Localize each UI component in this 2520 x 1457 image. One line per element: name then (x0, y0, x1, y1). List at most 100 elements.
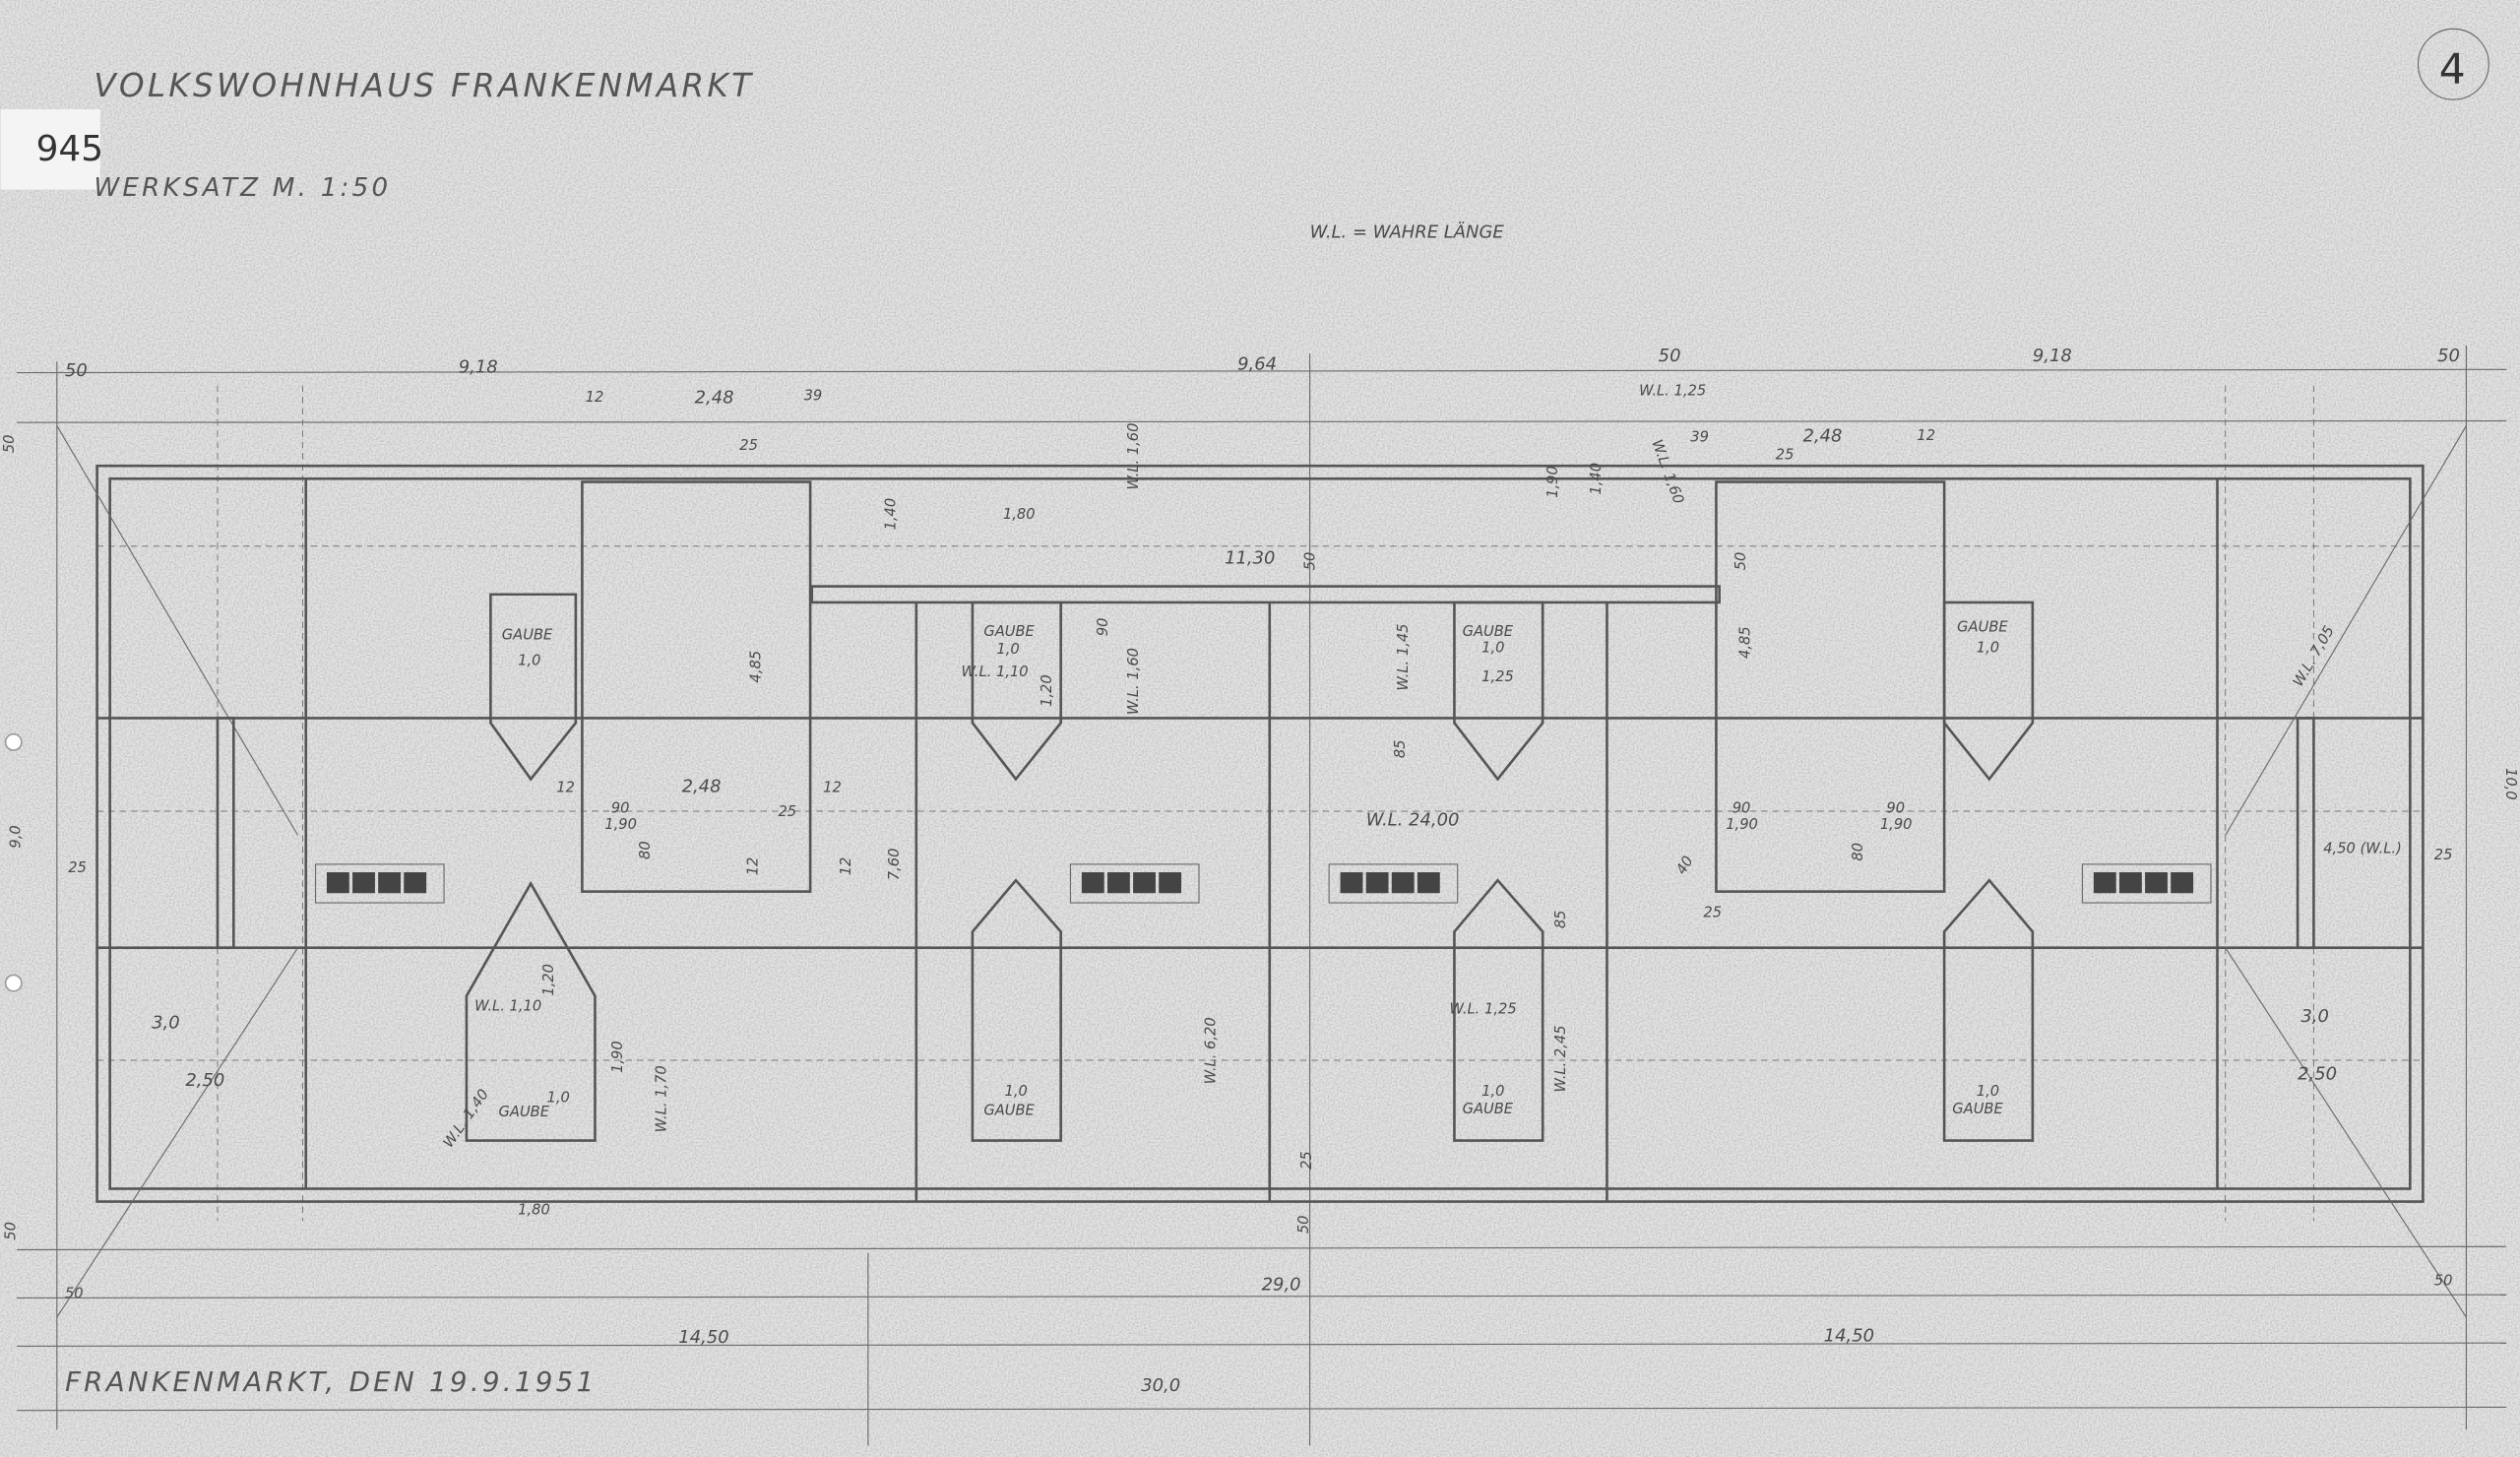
svg-text:9,18: 9,18 (459, 357, 498, 378)
svg-text:90: 90 (1095, 618, 1111, 637)
svg-text:W.L. 1,10: W.L. 1,10 (474, 997, 541, 1014)
svg-text:W.L. 1,25: W.L. 1,25 (1639, 382, 1706, 399)
svg-text:25: 25 (739, 437, 758, 454)
svg-text:90: 90 (611, 800, 630, 817)
svg-text:50: 50 (1295, 1216, 1312, 1235)
roof-window-2 (1069, 863, 1200, 904)
label-patch (0, 108, 100, 190)
roof-window-1 (314, 863, 445, 904)
svg-text:25: 25 (778, 803, 796, 820)
svg-text:50: 50 (1732, 552, 1749, 571)
svg-text:25: 25 (1298, 1151, 1315, 1170)
page-number: 4 (2439, 46, 2466, 95)
svg-text:1,0: 1,0 (1481, 639, 1504, 656)
svg-text:W.L. 24,00: W.L. 24,00 (1366, 810, 1460, 831)
svg-text:2,48: 2,48 (1803, 426, 1843, 447)
svg-text:12: 12 (744, 857, 761, 876)
svg-text:GAUBE: GAUBE (983, 623, 1035, 640)
svg-text:GAUBE: GAUBE (499, 1104, 550, 1120)
svg-text:9,0: 9,0 (7, 825, 24, 848)
svg-text:25: 25 (1703, 905, 1722, 921)
svg-text:50: 50 (1659, 346, 1681, 366)
svg-text:W.L. 1,10: W.L. 1,10 (961, 664, 1028, 680)
dormer-8 (1942, 878, 2035, 1142)
svg-text:9,18: 9,18 (2033, 346, 2072, 366)
svg-text:80: 80 (637, 841, 654, 859)
svg-text:W.L. 1,60: W.L. 1,60 (1125, 423, 1142, 490)
svg-text:12: 12 (1917, 427, 1935, 444)
svg-text:1,0: 1,0 (1481, 1083, 1504, 1100)
svg-text:14,50: 14,50 (1824, 1326, 1874, 1347)
svg-text:W.L. 1,70: W.L. 1,70 (653, 1065, 669, 1132)
svg-text:50: 50 (2437, 346, 2460, 366)
drawing-subtitle: WERKSATZ M. 1:50 (94, 173, 391, 203)
svg-text:1,25: 1,25 (1481, 668, 1514, 685)
svg-text:3,0: 3,0 (2300, 1006, 2329, 1027)
svg-text:GAUBE: GAUBE (1463, 623, 1514, 640)
svg-text:1,0: 1,0 (547, 1089, 570, 1106)
svg-text:1,20: 1,20 (1039, 674, 1055, 707)
svg-text:1,0: 1,0 (996, 641, 1019, 658)
svg-text:30,0: 30,0 (1141, 1375, 1180, 1396)
svg-text:GAUBE: GAUBE (1463, 1101, 1514, 1117)
svg-text:3,0: 3,0 (152, 1012, 180, 1033)
svg-text:25: 25 (2434, 847, 2453, 863)
roof-window-3 (1328, 863, 1459, 904)
svg-text:85: 85 (1392, 740, 1409, 759)
svg-text:1,80: 1,80 (518, 1202, 550, 1219)
svg-text:W.L. 1,45: W.L. 1,45 (1395, 623, 1412, 690)
svg-text:2,50: 2,50 (185, 1070, 224, 1091)
dormer-2 (971, 601, 1062, 782)
svg-text:25: 25 (68, 859, 87, 876)
svg-text:4,85: 4,85 (748, 651, 765, 683)
footer-date: FRANKENMARKT, DEN 19.9.1951 (65, 1365, 597, 1398)
svg-text:1,90: 1,90 (609, 1041, 626, 1073)
dormer-7 (1453, 878, 1544, 1142)
svg-text:1,90: 1,90 (1726, 816, 1758, 833)
svg-text:1,90: 1,90 (1880, 816, 1913, 833)
svg-text:39: 39 (1690, 429, 1709, 446)
dormer-4 (1942, 601, 2035, 782)
svg-text:1,20: 1,20 (540, 964, 557, 996)
dormer-3 (1453, 601, 1544, 782)
roof-outline (56, 425, 2467, 1318)
dormer-6 (971, 878, 1062, 1142)
punch-hole (4, 732, 23, 751)
svg-text:7,60: 7,60 (886, 849, 903, 881)
svg-text:W.L. 1,25: W.L. 1,25 (1450, 1001, 1517, 1018)
svg-text:1,40: 1,40 (1588, 463, 1605, 495)
svg-text:1,0: 1,0 (1977, 1083, 1999, 1100)
svg-text:12: 12 (823, 779, 842, 795)
svg-text:1,90: 1,90 (1544, 466, 1561, 498)
svg-text:80: 80 (1850, 843, 1866, 861)
svg-text:12: 12 (838, 857, 854, 876)
roof-window-4 (2081, 863, 2212, 904)
svg-text:90: 90 (1886, 800, 1905, 817)
svg-text:W.L. 1,60: W.L. 1,60 (1125, 648, 1142, 715)
svg-text:29,0: 29,0 (1262, 1274, 1301, 1295)
svg-text:2,48: 2,48 (695, 388, 734, 409)
svg-text:GAUBE: GAUBE (983, 1102, 1035, 1118)
svg-text:14,50: 14,50 (678, 1327, 728, 1348)
dormer-5 (465, 880, 597, 1142)
legend-note: W.L. = WAHRE LÄNGE (1310, 222, 1505, 242)
svg-text:4,85: 4,85 (1737, 626, 1754, 659)
dormer-1 (489, 593, 578, 782)
svg-text:4,50 (W.L.): 4,50 (W.L.) (2323, 840, 2402, 856)
svg-text:1,40: 1,40 (883, 498, 900, 531)
svg-text:12: 12 (556, 779, 575, 795)
svg-text:1,0: 1,0 (518, 653, 540, 669)
svg-text:2,50: 2,50 (2298, 1064, 2337, 1085)
svg-text:50: 50 (2, 1222, 19, 1240)
svg-text:GAUBE: GAUBE (1952, 1101, 2003, 1117)
svg-text:50: 50 (1, 434, 18, 453)
dormers: GAUBE 1,0 GAUBE 1,0 GAUBE 1,0 GAUBE 1,0 … (465, 593, 2035, 1142)
svg-text:1,80: 1,80 (1003, 506, 1036, 523)
dimension-lines (17, 345, 2507, 1446)
svg-text:1,90: 1,90 (604, 816, 637, 833)
svg-text:W.L. 2,45: W.L. 2,45 (1552, 1025, 1569, 1092)
svg-text:12: 12 (586, 389, 604, 406)
